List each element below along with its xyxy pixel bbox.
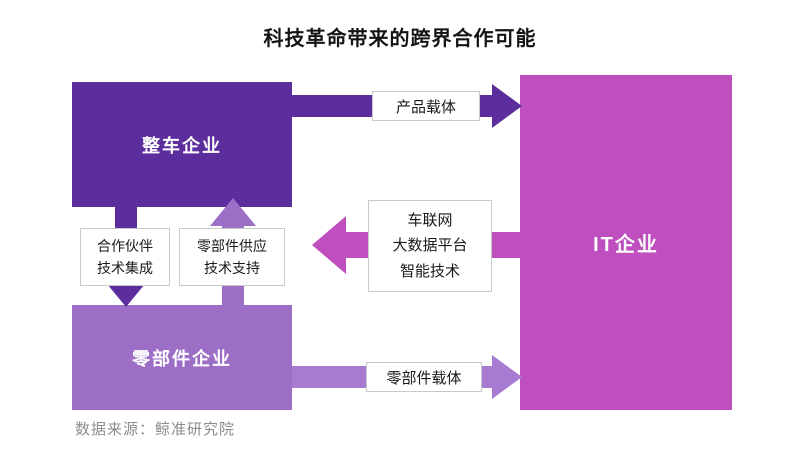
oem-to-parts-line-2: 技术集成	[97, 260, 153, 276]
it-capabilities-line-1: 车联网	[407, 211, 453, 229]
it-capabilities-label: 车联网 大数据平台 智能技术	[368, 200, 492, 292]
product-carrier-text: 产品载体	[395, 98, 456, 116]
it-node: IT企业	[520, 75, 732, 410]
arrow-product-carrier-head-icon	[492, 84, 522, 128]
parts-to-oem-line-1: 零部件供应	[197, 237, 267, 254]
oem-to-parts-line-1: 合作伙伴	[97, 237, 153, 254]
parts-carrier-text: 零部件载体	[386, 369, 462, 387]
it-node-label: IT企业	[593, 234, 659, 256]
parts-carrier-label: 零部件载体	[366, 362, 482, 392]
product-carrier-label: 产品载体	[372, 91, 480, 121]
oem-node: 整车企业	[72, 82, 292, 207]
arrow-parts-carrier-head-icon	[492, 355, 522, 399]
parts-to-oem-line-2: 技术支持	[204, 260, 260, 276]
oem-node-label: 整车企业	[142, 135, 222, 156]
arrow-parts-to-oem-head-icon	[210, 198, 256, 226]
it-capabilities-line-3: 智能技术	[399, 262, 460, 280]
parts-to-oem-label: 零部件供应 技术支持	[179, 228, 285, 286]
arrow-it-capabilities-head-icon	[312, 216, 346, 274]
parts-node: 零部件企业	[72, 305, 292, 410]
diagram-title: 科技革命带来的跨界合作可能	[263, 28, 537, 50]
it-capabilities-line-2: 大数据平台	[392, 237, 468, 255]
oem-to-parts-label: 合作伙伴 技术集成	[80, 228, 170, 286]
parts-node-label: 零部件企业	[132, 348, 232, 369]
data-source-caption: 数据来源：鲸准研究院	[75, 421, 236, 438]
